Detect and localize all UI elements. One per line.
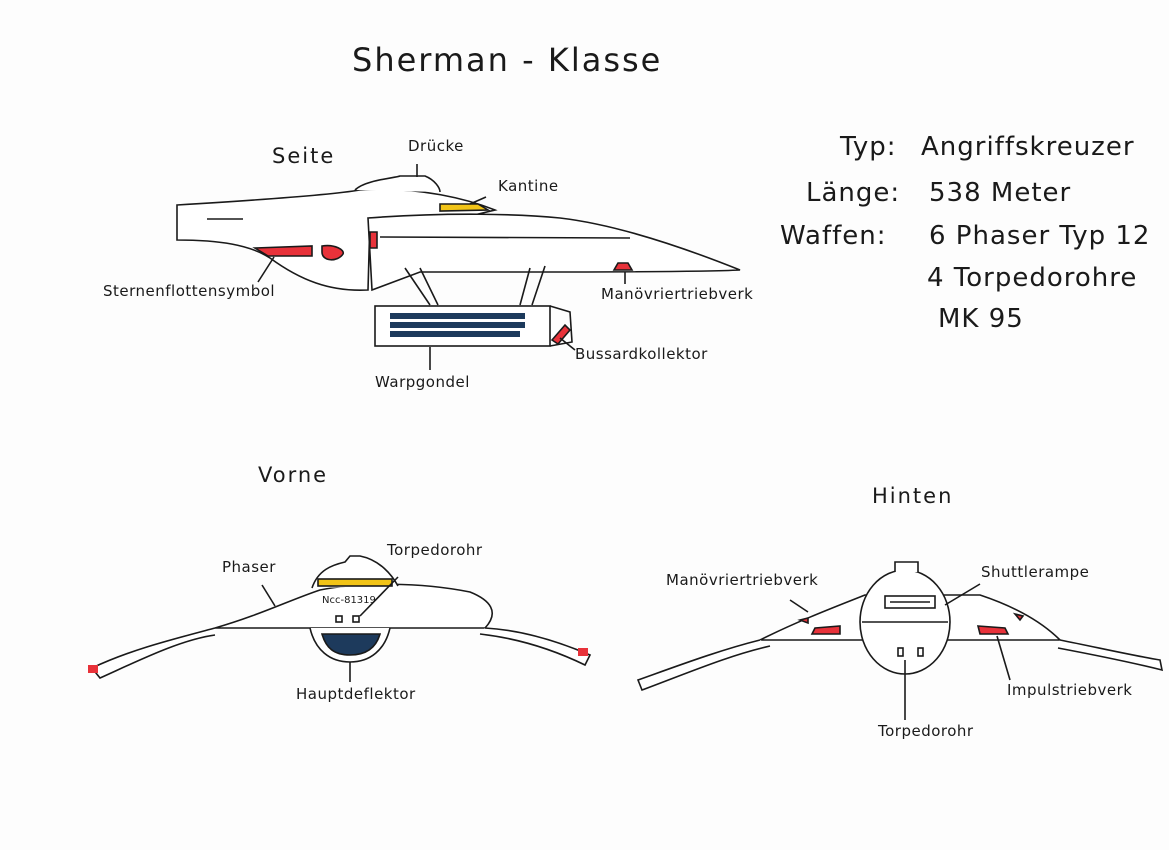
spec-weapons-3: MK 95: [938, 304, 1024, 334]
label-bussard: Bussardkollektor: [575, 345, 708, 363]
label-phaser: Phaser: [222, 558, 276, 576]
rear-left-wing: [636, 639, 771, 692]
page-title: Sherman - Klasse: [352, 41, 663, 79]
thruster-mark: [612, 262, 634, 271]
label-canteen: Kantine: [498, 177, 559, 195]
label-rear-torpedo: Torpedorohr: [878, 722, 974, 740]
label-warp-nacelle: Warpgondel: [375, 373, 470, 391]
side-view-heading: Seite: [272, 144, 336, 168]
front-right-wing: [479, 627, 592, 667]
spec-type-label: Typ:: [840, 132, 897, 162]
spec-weapons-label: Waffen:: [780, 221, 887, 251]
label-starfleet-symbol: Sternenflottensymbol: [103, 282, 276, 300]
bridge-dome: [354, 175, 441, 193]
label-deflector: Hauptdeflektor: [296, 685, 416, 703]
secondary-hull: [367, 213, 741, 292]
spec-type-value: Angriffskreuzer: [921, 132, 1135, 162]
label-side-thruster: Manövriertriebverk: [601, 285, 754, 303]
label-impulse: Impulstriebverk: [1007, 681, 1133, 699]
pylons: [404, 265, 546, 306]
front-left-wing: [90, 627, 216, 679]
spec-weapons-1: 6 Phaser Typ 12: [929, 221, 1151, 251]
main-deflector: [320, 633, 382, 656]
front-view-heading: Vorne: [258, 463, 329, 487]
label-rear-thruster: Manövriertriebverk: [666, 571, 819, 589]
rear-view-heading: Hinten: [872, 484, 954, 508]
label-bridge: Drücke: [408, 137, 464, 155]
side-view-ship: [176, 164, 741, 370]
registry-number: Ncc-81319: [322, 595, 376, 606]
starfleet-symbol: [321, 244, 344, 261]
label-shuttle-ramp: Shuttlerampe: [981, 563, 1090, 581]
spec-length-label: Länge:: [806, 178, 901, 208]
spec-length-value: 538 Meter: [929, 178, 1072, 208]
canteen-windows: [439, 203, 491, 212]
spec-weapons-2: 4 Torpedorohre: [927, 263, 1138, 293]
rear-right-wing: [1057, 639, 1164, 672]
bussard-collector: [550, 323, 572, 346]
front-view-ship: [88, 555, 592, 682]
rear-view-ship: [636, 561, 1164, 720]
starfleet-stripe: [252, 245, 313, 257]
label-front-torpedo: Torpedorohr: [387, 541, 483, 559]
